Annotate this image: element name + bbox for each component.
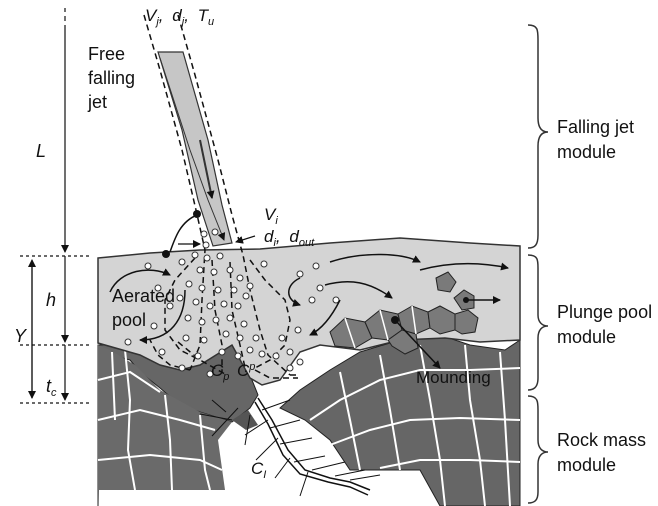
falling-jet-module-label: Falling jet module — [557, 117, 639, 162]
L-label: L — [36, 141, 46, 161]
tc-label: tc — [46, 376, 57, 399]
rock-mass-module-label: Rock mass module — [557, 430, 651, 475]
dimension-lines — [20, 8, 90, 403]
plunge-pool-module-label: Plunge pool module — [557, 302, 657, 347]
jet-velocity-label: Vj, dj, Tu — [145, 6, 214, 28]
free-falling-jet-label: Free falling jet — [87, 44, 140, 112]
CI-label: CI — [251, 459, 266, 481]
impact-velocity-label: Vi — [264, 205, 278, 227]
Y-label: Y — [14, 326, 28, 346]
mounding-label: Mounding — [416, 368, 491, 387]
module-braces — [528, 25, 548, 503]
h-label: h — [46, 290, 56, 310]
impact-diameter-label: di, dout — [264, 227, 315, 249]
